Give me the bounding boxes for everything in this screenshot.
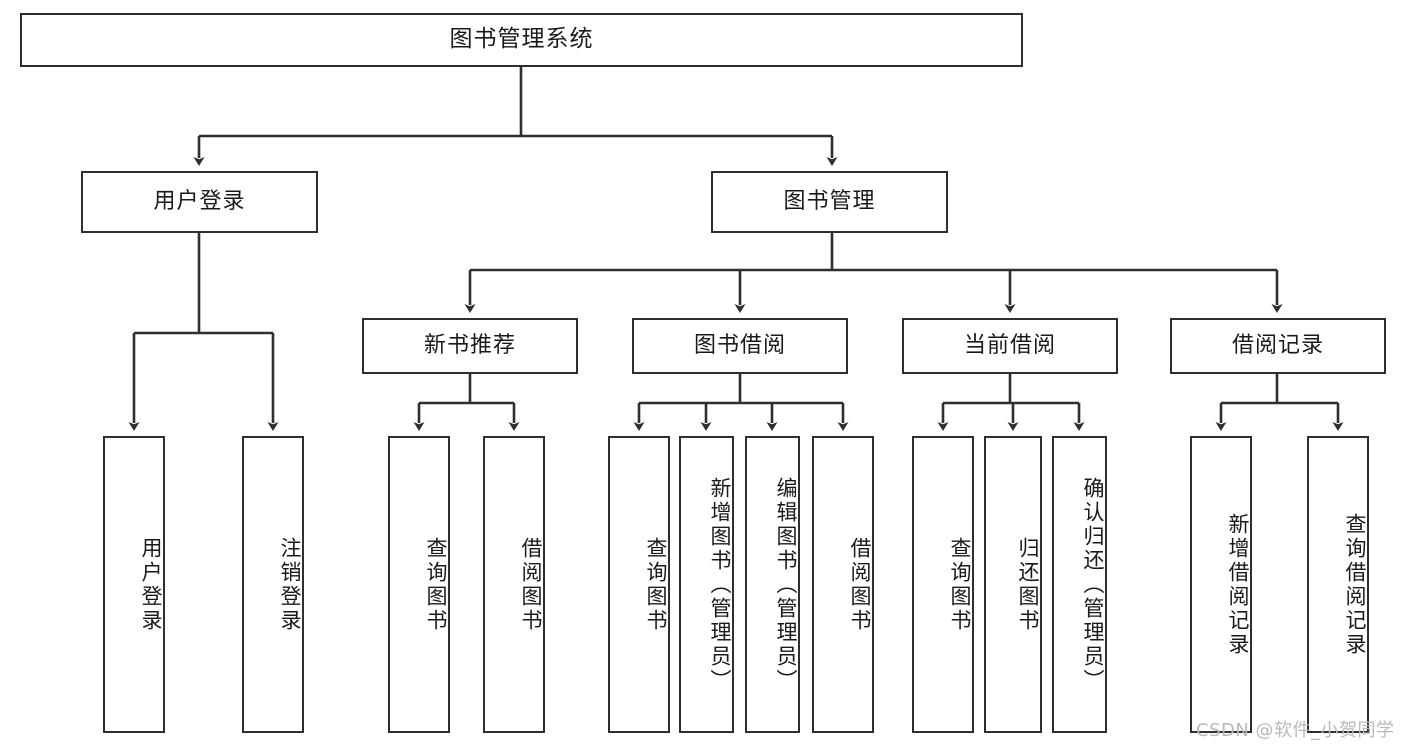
node-leaf-user-login: 用户登录 bbox=[103, 436, 165, 733]
node-leaf-rec-borrow-book: 借阅图书 bbox=[483, 436, 545, 733]
node-label: 查询图书 bbox=[424, 536, 448, 633]
node-leaf-borrow-borrow-book: 借阅图书 bbox=[812, 436, 874, 733]
node-leaf-rec-add-record: 新增借阅记录 bbox=[1190, 436, 1252, 733]
node-leaf-rec-query-record: 查询借阅记录 bbox=[1307, 436, 1369, 733]
node-label: 新增借阅记录 bbox=[1226, 512, 1250, 657]
csdn-watermark: CSDN @软件_小贺同学 bbox=[1196, 720, 1395, 741]
node-label: 借阅记录 bbox=[1231, 333, 1324, 359]
node-leaf-borrow-edit-book: 编辑图书（管理员） bbox=[745, 436, 800, 733]
node-borrow-record: 借阅记录 bbox=[1170, 318, 1386, 374]
node-current-borrow: 当前借阅 bbox=[902, 318, 1118, 374]
node-label: 编辑图书（管理员） bbox=[774, 476, 798, 693]
node-leaf-rec-query-book: 查询图书 bbox=[388, 436, 450, 733]
node-label: 图书管理 bbox=[783, 189, 876, 215]
node-new-book-rec: 新书推荐 bbox=[362, 318, 578, 374]
node-label: 借阅图书 bbox=[519, 536, 543, 633]
node-label: 借阅图书 bbox=[848, 536, 872, 633]
node-label: 新书推荐 bbox=[423, 333, 516, 359]
node-label: 用户登录 bbox=[153, 189, 246, 215]
node-label: 查询图书 bbox=[948, 536, 972, 633]
node-leaf-cur-confirm-return: 确认归还（管理员） bbox=[1052, 436, 1107, 733]
node-leaf-cur-return-book: 归还图书 bbox=[984, 436, 1042, 733]
node-label: 确认归还（管理员） bbox=[1081, 476, 1105, 693]
node-label: 查询图书 bbox=[644, 536, 668, 633]
node-label: 注销登录 bbox=[278, 536, 302, 633]
node-user-login: 用户登录 bbox=[81, 171, 318, 233]
node-leaf-borrow-query-book: 查询图书 bbox=[608, 436, 670, 733]
node-root: 图书管理系统 bbox=[20, 13, 1023, 67]
node-label: 图书管理系统 bbox=[449, 26, 594, 53]
node-label: 图书借阅 bbox=[693, 333, 786, 359]
node-label: 用户登录 bbox=[139, 536, 163, 633]
node-label: 新增图书（管理员） bbox=[708, 476, 732, 693]
node-book-borrow: 图书借阅 bbox=[632, 318, 848, 374]
node-book-manage: 图书管理 bbox=[711, 171, 948, 233]
node-label: 归还图书 bbox=[1016, 536, 1040, 633]
node-leaf-borrow-add-book: 新增图书（管理员） bbox=[679, 436, 734, 733]
node-label: 查询借阅记录 bbox=[1343, 512, 1367, 657]
node-leaf-cur-query-book: 查询图书 bbox=[912, 436, 974, 733]
node-leaf-user-logout: 注销登录 bbox=[242, 436, 304, 733]
node-label: 当前借阅 bbox=[963, 333, 1056, 359]
